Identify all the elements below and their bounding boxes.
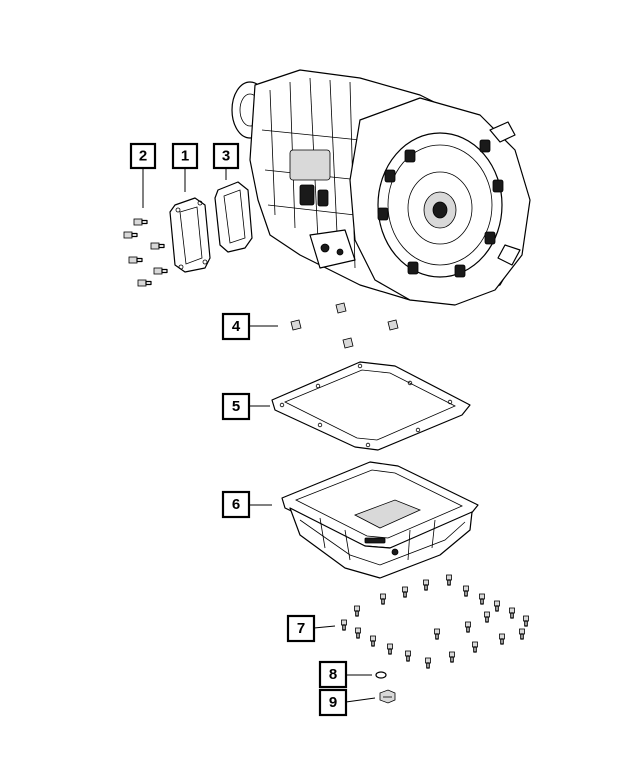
callout-4: 4 — [221, 312, 251, 341]
callout-1: 1 — [171, 142, 199, 170]
callout-4-label: 4 — [232, 318, 241, 335]
callout-9: 9 — [318, 688, 348, 717]
callout-3-label: 3 — [222, 148, 230, 165]
cover-bolts — [123, 218, 168, 287]
pan-magnets — [290, 302, 399, 349]
callout-9-label: 9 — [329, 694, 337, 711]
callout-3: 3 — [212, 142, 240, 170]
transmission-assembly — [231, 69, 531, 306]
o-ring — [375, 671, 387, 679]
pan-bolts — [341, 574, 529, 669]
callout-2-label: 2 — [139, 148, 147, 165]
callout-1-label: 1 — [181, 148, 189, 165]
callout-7-label: 7 — [297, 620, 305, 637]
callout-2: 2 — [129, 142, 157, 170]
cover-plate — [169, 197, 211, 273]
oil-pan — [281, 461, 479, 579]
callout-5-label: 5 — [232, 398, 240, 415]
callout-5: 5 — [221, 392, 251, 421]
callout-7: 7 — [286, 614, 316, 643]
callout-8: 8 — [318, 660, 348, 689]
callout-8-label: 8 — [329, 666, 337, 683]
leader-lines — [142, 168, 376, 703]
pan-gasket — [271, 361, 471, 451]
callout-6: 6 — [221, 490, 251, 519]
cover-gasket — [214, 181, 253, 253]
drain-plug — [379, 689, 396, 704]
callout-6-label: 6 — [232, 496, 240, 513]
